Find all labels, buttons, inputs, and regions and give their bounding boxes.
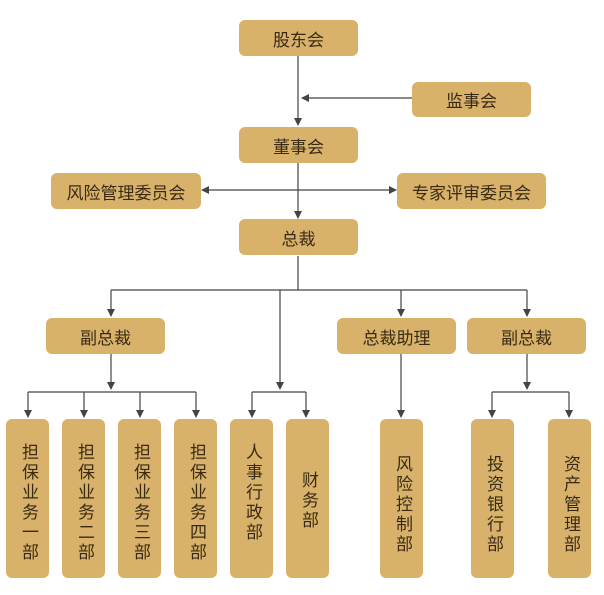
dept-asset-management-label: 资产管理部 xyxy=(560,455,580,555)
dept-finance-box: 财务部 xyxy=(286,419,329,578)
dept-risk-control-box: 风险控制部 xyxy=(380,419,423,578)
vice-president-right-box: 副总裁 xyxy=(467,318,586,354)
risk-committee-box: 风险管理委员会 xyxy=(51,173,201,209)
dept-guarantee-3-box: 担保业务三部 xyxy=(118,419,161,578)
dept-guarantee-4-box: 担保业务四部 xyxy=(174,419,217,578)
dept-investment-banking-label: 投资银行部 xyxy=(483,455,503,555)
president-assistant-box: 总裁助理 xyxy=(337,318,456,354)
expert-review-committee-box: 专家评审委员会 xyxy=(397,173,546,209)
dept-guarantee-1-label: 担保业务一部 xyxy=(18,443,38,563)
shareholders-meeting-box: 股东会 xyxy=(239,20,358,56)
supervisory-board-box: 监事会 xyxy=(412,82,531,117)
dept-asset-management-box: 资产管理部 xyxy=(548,419,591,578)
president-box: 总裁 xyxy=(239,219,358,255)
dept-guarantee-2-box: 担保业务二部 xyxy=(62,419,105,578)
dept-hr-admin-label: 人事行政部 xyxy=(242,443,262,543)
dept-guarantee-3-label: 担保业务三部 xyxy=(130,443,150,563)
dept-guarantee-2-label: 担保业务二部 xyxy=(74,443,94,563)
dept-investment-banking-box: 投资银行部 xyxy=(471,419,514,578)
dept-guarantee-4-label: 担保业务四部 xyxy=(186,443,206,563)
board-of-directors-box: 董事会 xyxy=(239,127,358,163)
dept-guarantee-1-box: 担保业务一部 xyxy=(6,419,49,578)
dept-risk-control-label: 风险控制部 xyxy=(392,455,412,555)
vice-president-left-box: 副总裁 xyxy=(46,318,165,354)
dept-finance-label: 财务部 xyxy=(298,471,318,531)
dept-hr-admin-box: 人事行政部 xyxy=(230,419,273,578)
